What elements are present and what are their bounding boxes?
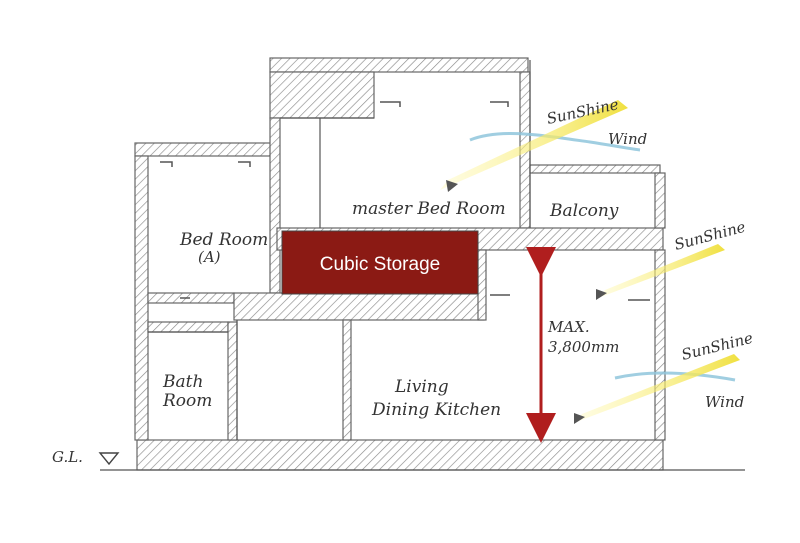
balcony-railing [654, 172, 666, 229]
ground-level-triangle-icon [98, 452, 120, 466]
cubic-storage-label: Cubic Storage [320, 254, 440, 275]
bedroom-a-sublabel: (A) [198, 248, 221, 266]
ground-slab [136, 439, 664, 471]
storage-right-wall [477, 249, 487, 321]
master-left-wall [269, 117, 281, 294]
top-sun-ray [440, 100, 628, 190]
low-sun-ray [576, 354, 740, 422]
living-right-wall [654, 249, 666, 441]
top-sun-arrowhead-icon [446, 180, 458, 192]
bath-ceiling-slab [147, 292, 235, 304]
bath-upper-slab [147, 321, 229, 333]
height-label-value: 3,800mm [548, 338, 619, 356]
top-wind-swoosh [469, 132, 641, 152]
left-roof-slab [134, 142, 278, 157]
low-sun-arrowhead-icon [574, 413, 585, 424]
living-label-line2: Dining Kitchen [371, 400, 501, 420]
mid-sun-arrowhead-icon [596, 289, 607, 300]
mid-sun-ray [598, 244, 725, 298]
storage-floor-slab [233, 292, 485, 321]
bedroom-a-label: Bed Room [179, 230, 268, 250]
living-partition [342, 319, 352, 441]
living-label-line1: Living [394, 377, 449, 397]
balcony-roof-slab [529, 164, 661, 174]
low-wind-swoosh [614, 371, 736, 382]
low-wind-label: Wind [705, 393, 744, 411]
bath-label-line1: Bath [162, 372, 203, 392]
low-sunshine-label: SunShine [680, 329, 755, 364]
bath-right-wall [227, 321, 238, 441]
left-exterior-wall [134, 155, 149, 441]
height-label-max: MAX. [547, 318, 590, 336]
bath-label-line2: Room [162, 391, 212, 411]
top-wind-label: Wind [608, 130, 647, 148]
master-bedroom-label: master Bed Room [352, 199, 506, 219]
master-roof-slab [269, 57, 529, 73]
vent-fixtures [160, 101, 650, 301]
balcony-label: Balcony [549, 201, 619, 221]
master-roof-mass [269, 71, 375, 119]
ground-level-label: G.L. [52, 448, 83, 466]
cubic-storage-box [281, 230, 479, 295]
